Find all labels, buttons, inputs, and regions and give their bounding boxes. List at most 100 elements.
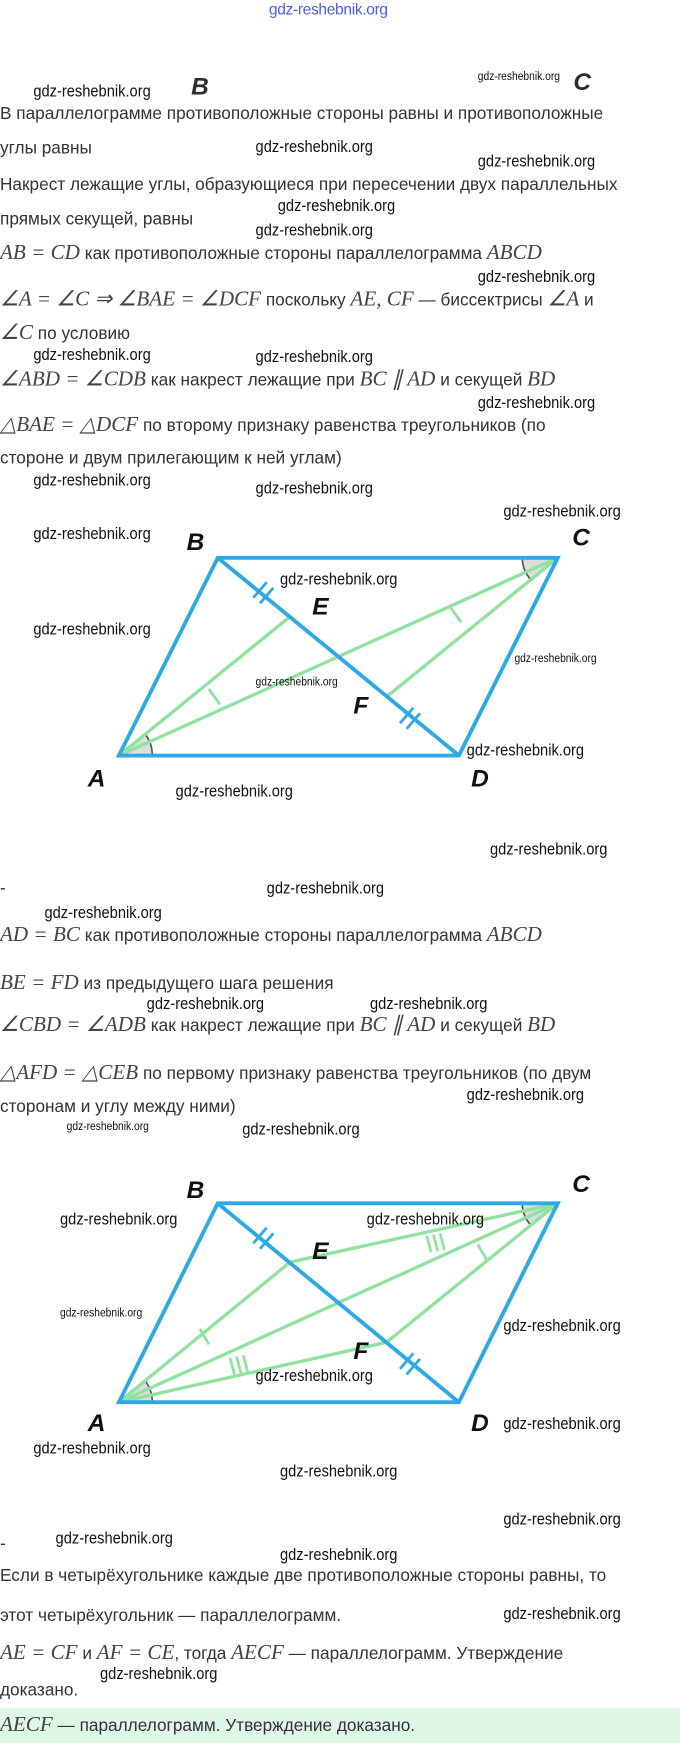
- watermark: gdz-reshebnik.org: [369, 994, 488, 1014]
- text-line: Накрест лежащие углы, образующиеся при п…: [0, 175, 618, 195]
- text-line: ∠C по условию: [0, 322, 130, 345]
- text-line: стороне и двум прилегающим к ней углам): [0, 448, 342, 468]
- watermark: gdz-reshebnik.org: [33, 524, 151, 544]
- watermark: gdz-reshebnik.org: [242, 1119, 360, 1139]
- math: AECF: [231, 1641, 284, 1665]
- math: BD: [527, 1013, 556, 1037]
- math: BD: [527, 367, 556, 392]
- math: AE, CF: [350, 287, 414, 312]
- text: как накрест лежащие при: [145, 1016, 360, 1036]
- watermark: gdz-reshebnik.org: [59, 1209, 178, 1229]
- text: — параллелограмм. Утверждение: [283, 1644, 564, 1664]
- label-c: C: [572, 523, 590, 552]
- watermark: gdz-reshebnik.org: [466, 1085, 585, 1105]
- text-line: В параллелограмме противоположные сторон…: [0, 104, 604, 124]
- text: как противоположные стороны параллелогра…: [79, 244, 487, 264]
- text: из предыдущего шага решения: [78, 974, 334, 994]
- math: △AFD = △CEB: [0, 1061, 139, 1085]
- text: как противоположные стороны параллелогра…: [79, 926, 487, 946]
- watermark: gdz-reshebnik.org: [146, 994, 265, 1014]
- watermark: gdz-reshebnik.org: [255, 478, 373, 498]
- separator: -: [0, 878, 6, 898]
- watermark: gdz-reshebnik.org: [175, 782, 293, 802]
- watermark: gdz-reshebnik.org: [477, 393, 596, 413]
- label-f-2: F: [353, 1336, 369, 1365]
- diagram1-shapes: [115, 555, 561, 758]
- text-line: сторонам и углу между ними): [0, 1097, 236, 1117]
- watermark: gdz-reshebnik.org: [255, 675, 338, 689]
- math: ABCD: [486, 923, 542, 947]
- watermark: gdz-reshebnik.org: [255, 137, 373, 157]
- label-c-2: C: [572, 1169, 590, 1198]
- watermark: gdz-reshebnik.org: [489, 839, 608, 859]
- watermark: gdz-reshebnik.org: [55, 1528, 173, 1548]
- text: и секущей: [435, 1016, 528, 1036]
- watermark: gdz-reshebnik.org: [277, 196, 396, 216]
- label-e-2: E: [312, 1236, 329, 1265]
- segment-cf: [385, 556, 559, 698]
- text-line: ∠CBD = ∠ADB как накрест лежащие при BC ∥…: [0, 1014, 555, 1037]
- text-line: углы равны: [0, 138, 92, 158]
- label-e: E: [312, 592, 329, 620]
- watermark: gdz-reshebnik.org: [33, 619, 151, 639]
- watermark: gdz-reshebnik.org: [279, 569, 398, 589]
- watermark: gdz-reshebnik.org: [466, 741, 585, 760]
- watermark: gdz-reshebnik.org: [477, 267, 596, 287]
- text-line: AB = CD как противоположные стороны пара…: [0, 242, 542, 265]
- text-line: прямых секущей, равны: [0, 209, 194, 229]
- math: AB = CD: [0, 241, 80, 265]
- label-a-2: A: [87, 1408, 106, 1437]
- text: — биссектрисы: [413, 291, 548, 310]
- watermark: gdz-reshebnik.org: [477, 69, 560, 84]
- text-line: ∠A = ∠C ⇒ ∠BAE = ∠DCF поскольку AE, CF —…: [0, 287, 594, 312]
- text-line: AD = BC как противоположные стороны пара…: [0, 924, 542, 947]
- watermark: gdz-reshebnik.org: [503, 1604, 621, 1624]
- math: ∠ABD = ∠CDB: [0, 367, 146, 392]
- label-b-faded: B: [191, 72, 209, 100]
- text: — параллелограмм. Утверждение доказано.: [52, 1716, 416, 1736]
- watermark: gdz-reshebnik.org: [279, 1545, 398, 1565]
- watermark: gdz-reshebnik.org: [33, 471, 151, 490]
- math: ∠C: [0, 321, 34, 345]
- segment-ae: [117, 615, 292, 757]
- label-d: D: [471, 764, 489, 793]
- math: BE = FD: [0, 971, 79, 995]
- label-c-faded: C: [573, 67, 591, 96]
- watermark: gdz-reshebnik.org: [44, 903, 162, 923]
- math: AECF: [0, 1713, 53, 1737]
- watermark: gdz-reshebnik.org: [503, 502, 621, 522]
- site-link[interactable]: gdz-reshebnik.org: [268, 0, 388, 18]
- math: △BAE = △DCF: [0, 413, 139, 437]
- math: ∠A = ∠C ⇒ ∠BAE = ∠DCF: [0, 287, 262, 312]
- watermark: gdz-reshebnik.org: [514, 652, 597, 666]
- watermark: gdz-reshebnik.org: [255, 1366, 373, 1386]
- text: и: [579, 291, 594, 310]
- text-line: Если в четырёхугольнике каждые две проти…: [0, 1566, 607, 1586]
- text: поскольку: [261, 291, 351, 310]
- watermark: gdz-reshebnik.org: [503, 1509, 621, 1529]
- math: ∠CBD = ∠ADB: [0, 1013, 146, 1037]
- label-b: B: [186, 527, 205, 556]
- watermark: gdz-reshebnik.org: [59, 1306, 143, 1320]
- text-line: AE = CF и AF = CE, тогда AECF — параллел…: [0, 1642, 563, 1665]
- text: по условию: [33, 324, 131, 344]
- math: AD = BC: [0, 923, 80, 947]
- watermark: gdz-reshebnik.org: [66, 1119, 149, 1134]
- separator: -: [0, 1534, 6, 1554]
- text: по первому признаку равенства треугольни…: [138, 1064, 592, 1084]
- parallelogram-abcd: [115, 555, 561, 758]
- math: ABCD: [486, 241, 542, 265]
- watermark: gdz-reshebnik.org: [33, 1438, 151, 1458]
- math: AE = CF: [0, 1641, 78, 1665]
- text: как накрест лежащие при: [145, 371, 360, 390]
- watermark: gdz-reshebnik.org: [255, 221, 373, 240]
- watermark: gdz-reshebnik.org: [503, 1414, 621, 1434]
- watermark: gdz-reshebnik.org: [255, 347, 373, 367]
- watermark: gdz-reshebnik.org: [266, 878, 385, 898]
- text-line: этот четырёхугольник — параллелограмм.: [0, 1606, 342, 1626]
- text: по второму признаку равенства треугольни…: [138, 416, 546, 436]
- watermark: gdz-reshebnik.org: [33, 82, 151, 102]
- label-a: A: [87, 764, 106, 793]
- label-b-2: B: [186, 1175, 205, 1204]
